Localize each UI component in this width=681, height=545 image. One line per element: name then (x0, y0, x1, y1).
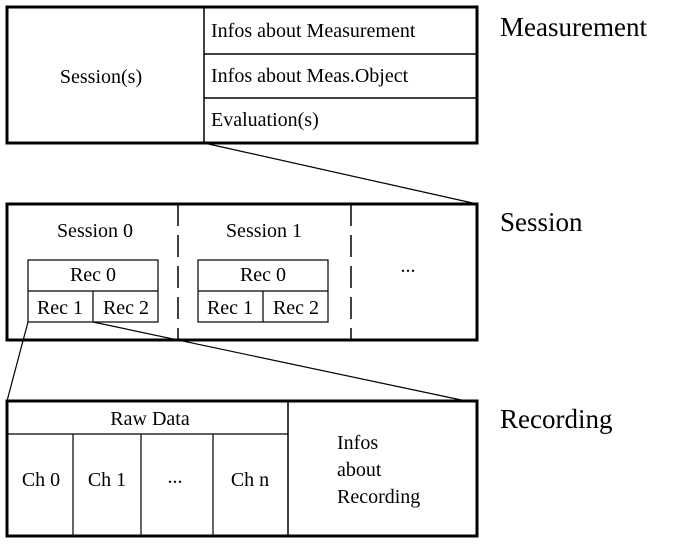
session-outer-box (5, 202, 479, 342)
connector-measurement-to-session (203, 142, 478, 205)
rec-left-label: Rec 1 (37, 297, 83, 319)
session-more-ellipsis: ... (401, 255, 416, 277)
rec-top-label: Rec 0 (70, 264, 116, 286)
measurement-heading: Measurement (500, 12, 647, 42)
measurement-info-row-1: Infos about Measurement (211, 20, 416, 42)
measurement-outer-box (5, 5, 479, 145)
session-block: Session 0 Rec 0 Rec 1 Rec 2 Session 1 Re… (5, 202, 479, 342)
recording-block: Raw Data Ch 0 Ch 1 ... Ch n Infos about … (5, 399, 479, 538)
channel-label: Ch 1 (88, 469, 126, 491)
rec-right-label: Rec 2 (103, 297, 149, 319)
channel-label: ... (168, 466, 183, 488)
rec-right-label: Rec 2 (273, 297, 319, 319)
measurement-info-row-3: Evaluation(s) (211, 109, 319, 131)
recording-info-line-1: Infos (337, 432, 378, 454)
rec-top-label: Rec 0 (240, 264, 286, 286)
measurement-sessions-label: Session(s) (60, 66, 142, 88)
connector-rec-to-recording-right (92, 321, 467, 402)
recording-heading: Recording (500, 404, 612, 434)
measurement-info-row-2: Infos about Meas.Object (211, 65, 409, 87)
rec-left-label: Rec 1 (207, 297, 253, 319)
connector-rec-to-recording-left (6, 321, 29, 402)
session-title: Session 0 (57, 220, 133, 242)
session-heading: Session (500, 207, 583, 237)
session-column-1: Session 1 Rec 0 Rec 1 Rec 2 (197, 220, 329, 323)
channel-label: Ch 0 (22, 469, 60, 491)
channel-label: Ch n (231, 469, 269, 491)
recording-outer-box (5, 399, 479, 538)
raw-data-label: Raw Data (110, 408, 190, 430)
recording-info-line-2: about (337, 459, 382, 481)
measurement-block: Session(s) Infos about Measurement Infos… (5, 5, 479, 145)
recording-info-line-3: Recording (337, 486, 420, 508)
session-column-0: Session 0 Rec 0 Rec 1 Rec 2 (27, 220, 159, 323)
session-title: Session 1 (226, 220, 302, 242)
